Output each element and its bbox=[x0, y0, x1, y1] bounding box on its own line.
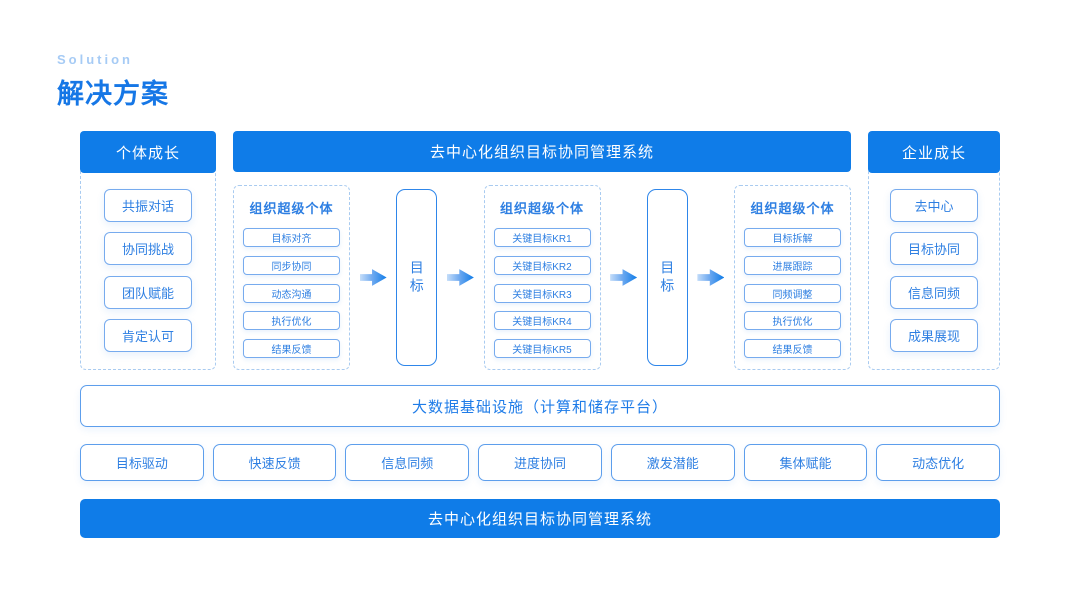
list-item: 团队赋能 bbox=[104, 275, 192, 309]
list-item: 目标拆解 bbox=[744, 228, 841, 247]
goal-box-2: 目标 bbox=[646, 189, 688, 366]
group-items: 目标拆解 进展跟踪 同频调整 执行优化 结果反馈 bbox=[744, 228, 841, 358]
infrastructure-band: 大数据基础设施（计算和储存平台） bbox=[80, 385, 1000, 427]
capability-item: 快速反馈 bbox=[212, 444, 337, 481]
list-item: 目标对齐 bbox=[243, 228, 340, 247]
page-title: 解决方案 bbox=[57, 79, 169, 109]
list-item: 协同挑战 bbox=[104, 232, 192, 266]
list-item: 信息同频 bbox=[890, 275, 978, 309]
group-items: 关键目标KR1 关键目标KR2 关键目标KR3 关键目标KR4 关键目标KR5 bbox=[493, 228, 591, 358]
group-title: 组织超级个体 bbox=[249, 201, 334, 216]
diagram-top-row: 个体成长 共振对话 协同挑战 团队赋能 肯定认可 去中心化组织目标协同管理系统 … bbox=[80, 131, 1000, 370]
list-item: 肯定认可 bbox=[104, 319, 192, 353]
eyebrow-label: Solution bbox=[57, 52, 133, 67]
list-item: 共振对话 bbox=[104, 188, 192, 222]
capability-item: 进度协同 bbox=[478, 444, 602, 481]
panel-center-system: 去中心化组织目标协同管理系统 组织超级个体 目标对齐 同步协同 动态沟通 执行优… bbox=[233, 131, 851, 370]
footer-system-bar: 去中心化组织目标协同管理系统 bbox=[80, 499, 1000, 538]
list-item: 去中心 bbox=[890, 188, 978, 222]
group-title: 组织超级个体 bbox=[499, 201, 584, 216]
capability-row: 目标驱动 快速反馈 信息同频 进度协同 激发潜能 集体赋能 动态优化 bbox=[80, 444, 1001, 481]
capability-item: 集体赋能 bbox=[743, 444, 868, 481]
center-system-header: 去中心化组织目标协同管理系统 bbox=[233, 131, 851, 172]
capability-item: 动态优化 bbox=[876, 444, 1001, 481]
panel-individual-growth-body: 共振对话 协同挑战 团队赋能 肯定认可 bbox=[81, 172, 215, 369]
group-super-individual-2: 组织超级个体 关键目标KR1 关键目标KR2 关键目标KR3 关键目标KR4 关… bbox=[483, 185, 601, 370]
solution-diagram: 个体成长 共振对话 协同挑战 团队赋能 肯定认可 去中心化组织目标协同管理系统 … bbox=[80, 131, 1001, 538]
capability-item: 目标驱动 bbox=[80, 444, 204, 481]
capability-item: 信息同频 bbox=[345, 444, 470, 481]
list-item: 关键目标KR3 bbox=[493, 283, 591, 303]
list-item: 结果反馈 bbox=[744, 339, 841, 358]
list-item: 进展跟踪 bbox=[744, 255, 841, 275]
flow-arrow-right-icon bbox=[697, 269, 725, 286]
list-item: 执行优化 bbox=[243, 311, 340, 331]
panel-individual-growth: 个体成长 共振对话 协同挑战 团队赋能 肯定认可 bbox=[80, 131, 216, 370]
capability-item: 激发潜能 bbox=[610, 444, 735, 481]
panel-enterprise-growth: 企业成长 去中心 目标协同 信息同频 成果展现 bbox=[868, 131, 1000, 370]
list-item: 动态沟通 bbox=[243, 283, 340, 303]
center-flow: 组织超级个体 目标对齐 同步协同 动态沟通 执行优化 结果反馈 目标 bbox=[233, 185, 851, 370]
group-title: 组织超级个体 bbox=[750, 201, 835, 216]
list-item: 关键目标KR1 bbox=[493, 228, 591, 247]
group-super-individual-1: 组织超级个体 目标对齐 同步协同 动态沟通 执行优化 结果反馈 bbox=[233, 185, 350, 370]
list-item: 执行优化 bbox=[744, 311, 841, 331]
flow-arrow-right-icon bbox=[446, 269, 474, 286]
list-item: 目标协同 bbox=[890, 232, 978, 266]
list-item: 关键目标KR4 bbox=[493, 311, 591, 331]
flow-arrow-right-icon bbox=[610, 269, 638, 286]
list-item: 关键目标KR5 bbox=[493, 339, 591, 358]
panel-individual-growth-header: 个体成长 bbox=[80, 131, 216, 173]
page-header: Solution 解决方案 bbox=[0, 0, 1080, 111]
panel-enterprise-growth-body: 去中心 目标协同 信息同频 成果展现 bbox=[869, 172, 999, 369]
goal-box-1: 目标 bbox=[396, 189, 438, 366]
panel-enterprise-growth-header: 企业成长 bbox=[868, 131, 1000, 173]
list-item: 关键目标KR2 bbox=[493, 255, 591, 275]
list-item: 成果展现 bbox=[890, 319, 978, 353]
list-item: 同频调整 bbox=[744, 283, 841, 303]
list-item: 结果反馈 bbox=[243, 339, 340, 358]
group-super-individual-3: 组织超级个体 目标拆解 进展跟踪 同频调整 执行优化 结果反馈 bbox=[734, 185, 851, 370]
flow-arrow-right-icon bbox=[359, 269, 387, 286]
list-item: 同步协同 bbox=[243, 255, 340, 275]
group-items: 目标对齐 同步协同 动态沟通 执行优化 结果反馈 bbox=[243, 228, 340, 358]
